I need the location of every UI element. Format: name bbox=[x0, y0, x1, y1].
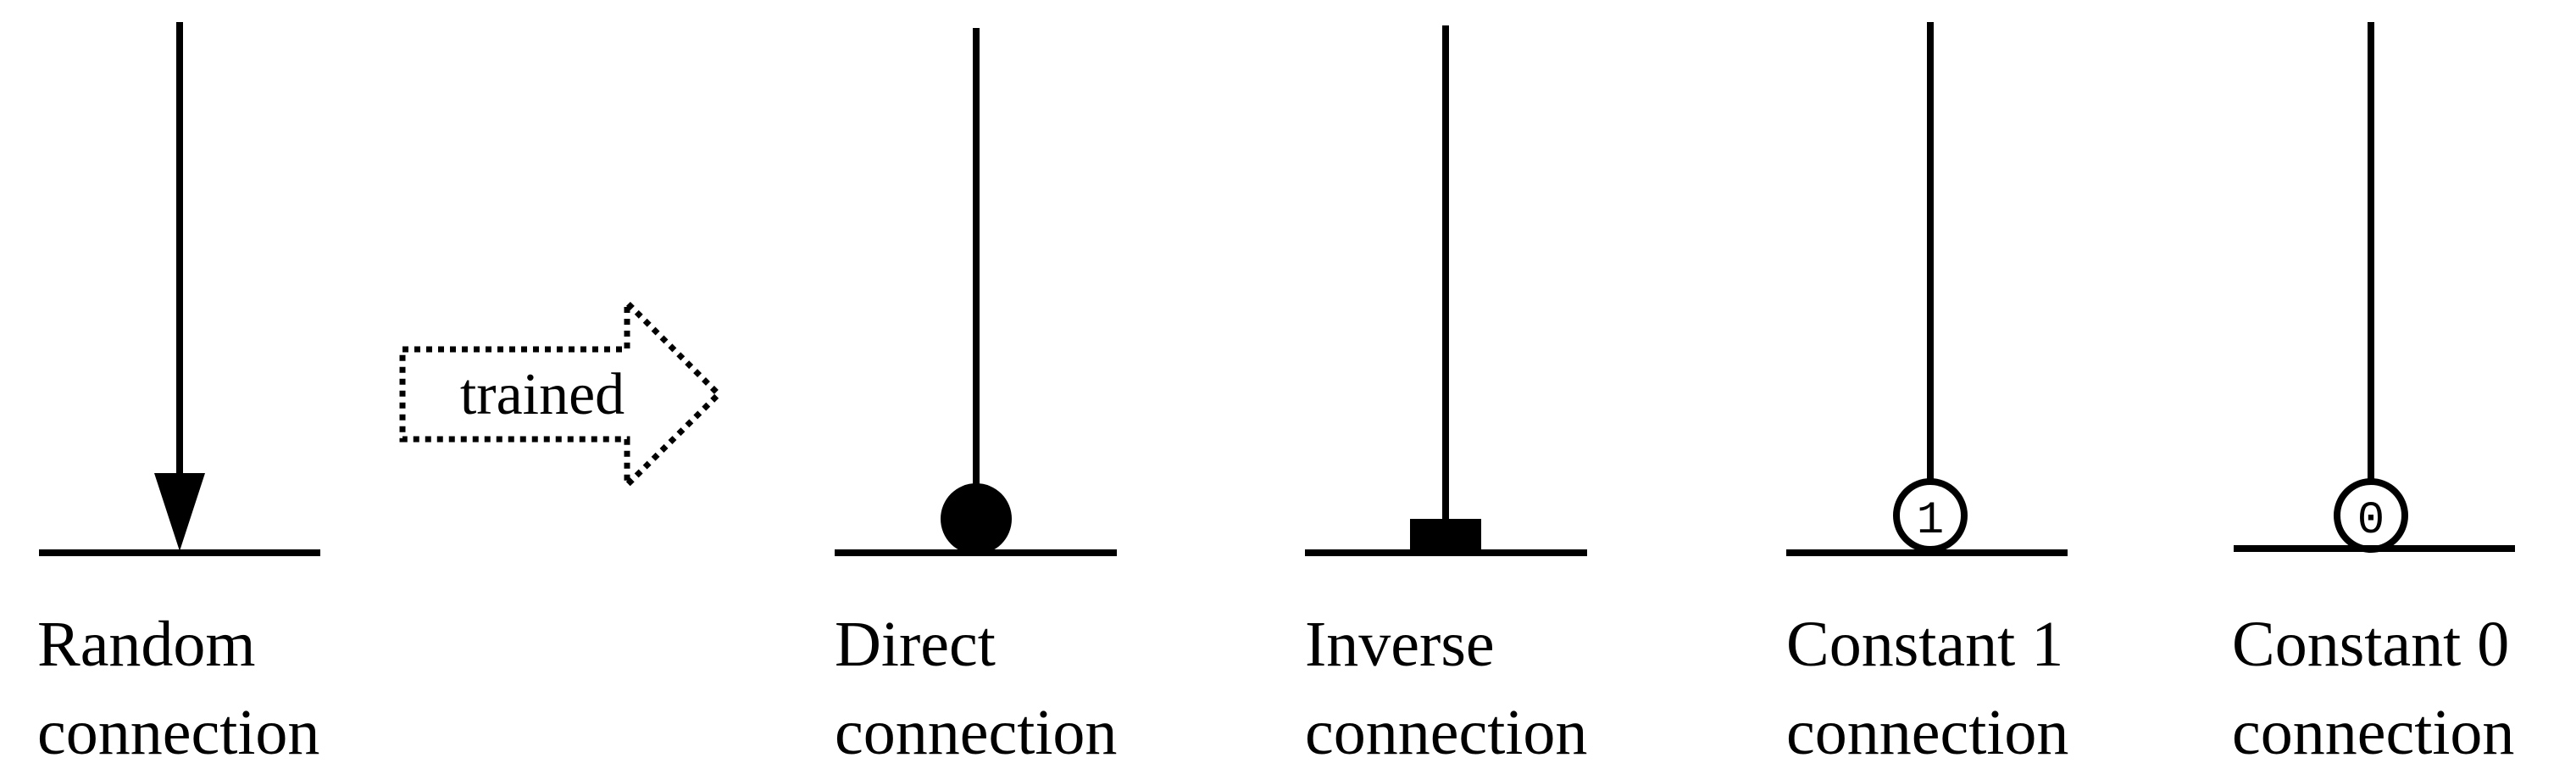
direct-connection-symbol bbox=[835, 28, 1117, 556]
inverse-connection-block bbox=[1410, 519, 1481, 553]
inverse-connection-label-line1: Inverse bbox=[1305, 609, 1495, 680]
inverse-connection-label: Inverse connection bbox=[1305, 600, 1587, 777]
direct-connection-dot bbox=[941, 483, 1012, 554]
constant-1-connection-value: 1 bbox=[1917, 495, 1944, 547]
trained-arrow-outline bbox=[399, 295, 723, 493]
constant-0-connection-value: 0 bbox=[2357, 495, 2384, 547]
constant-1-connection-symbol: 1 bbox=[1786, 22, 2068, 556]
constant-0-connection-label-line1: Constant 0 bbox=[2232, 609, 2510, 680]
random-connection-label-line2: connection bbox=[37, 697, 320, 768]
trained-arrow: trained bbox=[399, 295, 723, 493]
inverse-connection-label-line2: connection bbox=[1305, 697, 1588, 768]
random-connection-symbol bbox=[39, 22, 320, 556]
inverse-connection-symbol bbox=[1305, 25, 1587, 556]
direct-connection-label-line2: connection bbox=[835, 697, 1118, 768]
constant-0-connection-label-line2: connection bbox=[2232, 697, 2515, 768]
random-connection-label-line1: Random bbox=[37, 609, 256, 680]
constant-1-connection-label-line1: Constant 1 bbox=[1786, 609, 2064, 680]
constant-1-connection-label: Constant 1 connection bbox=[1786, 600, 2068, 777]
trained-arrow-label: trained bbox=[460, 362, 625, 427]
constant-1-connection-label-line2: connection bbox=[1786, 697, 2069, 768]
random-connection-label: Random connection bbox=[37, 600, 319, 777]
direct-connection-label-line1: Direct bbox=[835, 609, 996, 680]
random-connection-arrowhead bbox=[154, 473, 205, 551]
constant-0-connection-symbol: 0 bbox=[2234, 22, 2515, 553]
direct-connection-label: Direct connection bbox=[835, 600, 1117, 777]
constant-0-connection-label: Constant 0 connection bbox=[2232, 600, 2514, 777]
